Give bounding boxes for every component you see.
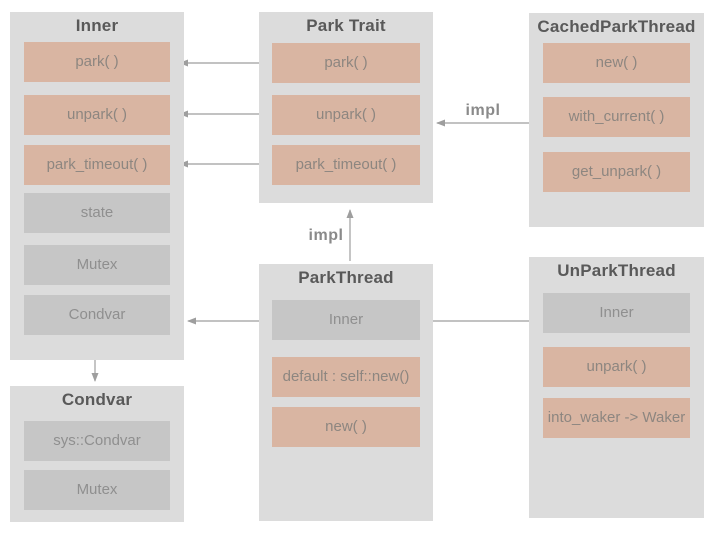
box-title-park-trait: Park Trait — [306, 16, 386, 35]
box-title-condvar: Condvar — [61, 390, 133, 409]
row-parkthread-default: default : self::new() — [272, 357, 420, 397]
class-box-cached-park-thread: CachedParkThread new( ) with_current( ) … — [529, 13, 704, 227]
row-condvar-sys-condvar: sys::Condvar — [24, 421, 170, 461]
row-unparkthread-inner: Inner — [543, 293, 690, 333]
impl-label-cached-to-trait: impl — [465, 102, 501, 119]
row-unparkthread-into-waker: into_waker -> Waker — [543, 398, 690, 438]
row-parkthread-new: new( ) — [272, 407, 420, 447]
class-box-inner: Inner park( ) unpark( ) park_timeout( ) … — [10, 12, 184, 360]
box-title-cached-park-thread: CachedParkThread — [537, 17, 696, 36]
row-cached-get-unpark: get_unpark( ) — [543, 152, 690, 192]
class-box-park-trait: Park Trait park( ) unpark( ) park_timeou… — [259, 12, 433, 203]
box-title-park-thread: ParkThread — [298, 268, 394, 287]
row-inner-park-timeout: park_timeout( ) — [24, 145, 170, 185]
box-title-inner: Inner — [75, 16, 119, 35]
row-cached-new: new( ) — [543, 43, 690, 83]
box-title-unpark-thread: UnParkThread — [557, 261, 676, 280]
row-condvar-mutex: Mutex — [24, 470, 170, 510]
row-cached-with-current: with_current( ) — [543, 97, 690, 137]
class-box-unpark-thread: UnParkThread Inner unpark( ) into_waker … — [529, 257, 704, 518]
row-inner-condvar: Condvar — [24, 295, 170, 335]
row-parktrait-park-timeout: park_timeout( ) — [272, 145, 420, 185]
row-inner-park: park( ) — [24, 42, 170, 82]
row-parkthread-inner: Inner — [272, 300, 420, 340]
class-box-park-thread: ParkThread Inner default : self::new() n… — [259, 264, 433, 521]
class-box-condvar: Condvar sys::Condvar Mutex — [10, 386, 184, 522]
impl-label-thread-to-trait: impl — [308, 227, 344, 244]
row-inner-unpark: unpark( ) — [24, 95, 170, 135]
row-inner-state: state — [24, 193, 170, 233]
row-parktrait-park: park( ) — [272, 43, 420, 83]
row-unparkthread-unpark: unpark( ) — [543, 347, 690, 387]
row-parktrait-unpark: unpark( ) — [272, 95, 420, 135]
row-inner-mutex: Mutex — [24, 245, 170, 285]
